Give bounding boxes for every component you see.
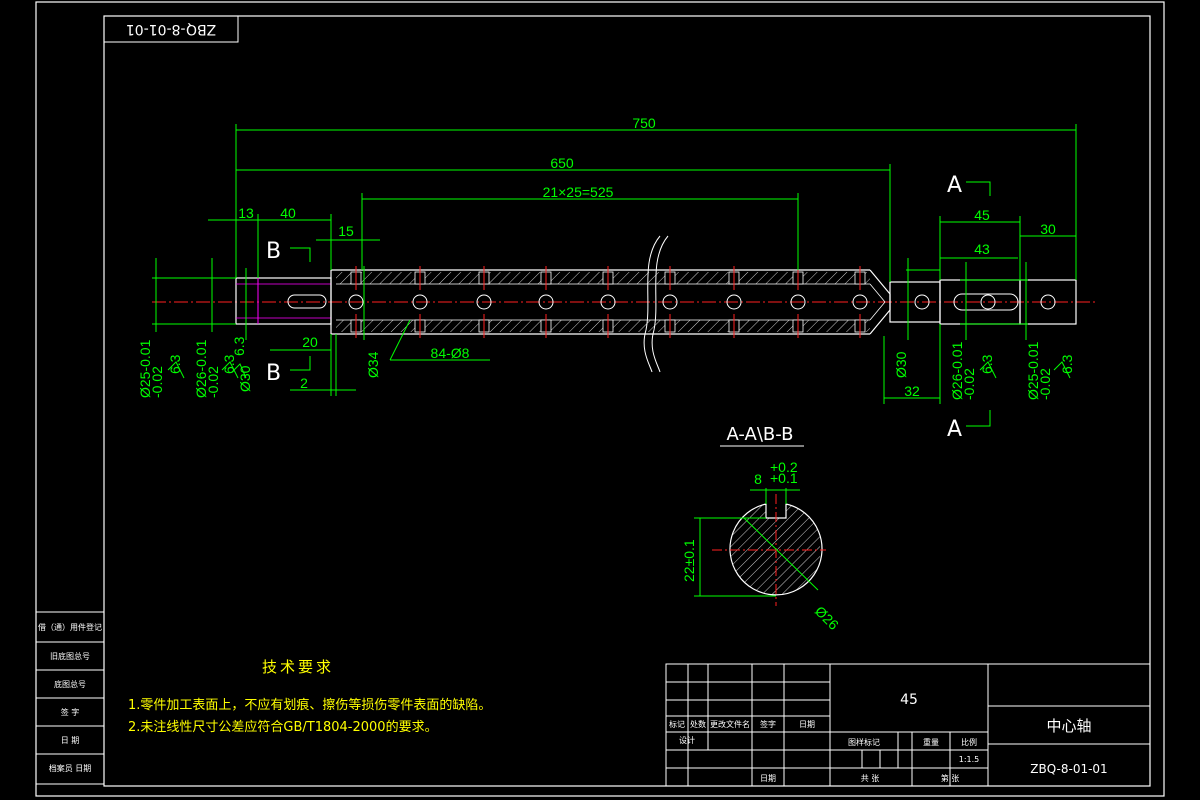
dim-hole-pattern: 21×25=525 [543,184,614,200]
hole-row [348,266,868,338]
dim-20: 20 [302,334,318,350]
stamp-box [103,15,239,43]
dim-45: 45 [974,207,990,223]
section-dimensions [694,488,819,597]
dim-dia-25-right: Ø25-0.01 [1025,341,1041,400]
key-width: 8 [754,471,762,487]
right-keyway [953,293,1019,311]
roughness-4: 6.3 [979,354,995,374]
dim-dia-34: Ø34 [365,351,381,378]
dim-40: 40 [280,205,296,221]
tb-design: 设计 [679,735,695,745]
cross-hole [790,294,806,310]
tb-stage-mark: 图样标记 [848,737,880,747]
strip-cell-2: 旧底图总号 [50,651,90,661]
roughness-1: 6.3 [167,354,183,374]
strip-cell-1: 借（通）用件登记 [38,622,102,632]
tb-date: 日期 [799,720,815,729]
dim-dia-26-right-tol: -0.02 [961,368,977,400]
dim-15: 15 [338,223,354,239]
dim-dia-25-right-tol: -0.02 [1037,368,1053,400]
dim-dia-26-right: Ø26-0.01 [949,341,965,400]
cross-hole [662,294,678,310]
dim-30: 30 [1040,221,1056,237]
tb-sheet-no: 第 张 [941,773,960,783]
tb-count: 处数 [690,719,706,729]
title-block-grid [665,663,1151,787]
dim-dia-30-left: Ø30 [237,365,253,392]
tb-scale: 1:1.5 [959,755,980,764]
cross-hole [852,294,868,310]
dim-holes: 84-Ø8 [431,345,470,361]
left-journal [235,277,332,325]
note-1: 1.零件加工表面上，不应有划痕、擦伤等损伤零件表面的缺陷。 [128,697,491,713]
tb-sign: 签字 [760,719,776,729]
tb-date2: 日期 [760,774,776,783]
tb-material: 45 [900,692,918,708]
dimension-lines [152,124,1077,427]
cross-hole [600,294,616,310]
section-dia: Ø26 [812,603,842,633]
inner-border [103,15,1151,787]
outer-border [35,1,1165,797]
tb-mark: 标记 [669,719,685,729]
cross-hole [538,294,554,310]
key-tol-upper: +0.2 [770,459,798,475]
key-depth: 22±0.1 [681,539,697,582]
tb-change-doc: 更改文件名 [710,719,750,729]
section-mark-b-bottom: B [266,361,281,386]
dim-dia-26-left: Ø26-0.01 [193,339,209,398]
cross-hole [726,294,742,310]
tb-weight: 重量 [923,737,939,747]
roughness-symbols [167,361,1071,379]
dim-dia-25-left: Ø25-0.01 [137,339,153,398]
break-line-2 [651,235,669,373]
dim-43: 43 [974,241,990,257]
key-tol-lower: +0.1 [770,470,798,486]
cross-hole [348,294,364,310]
dim-13: 13 [238,205,254,221]
break-line-1 [643,235,661,373]
tb-sheets-total: 共 张 [861,774,880,783]
dim-dia-26-left-tol: -0.02 [205,366,221,398]
dim-2: 2 [300,375,308,391]
section-mark-a-top: A [947,173,962,198]
right-shaft [889,279,1077,325]
left-strip-grid [35,611,105,785]
left-keyway [287,294,327,309]
tb-scale-label: 比例 [961,737,977,747]
section-title: A-A\B-B [727,424,794,445]
notes-heading: 技术要求 [262,658,334,676]
cross-hole [412,294,428,310]
roughness-5: 6.3 [1059,354,1075,374]
stamp-code: ZBQ-8-01-01 [126,21,216,37]
tb-part-name: 中心轴 [1046,717,1091,735]
dim-32: 32 [904,383,920,399]
roughness-3: 6.3 [231,336,247,356]
dim-750: 750 [632,115,656,131]
section-view [712,494,826,606]
dim-650: 650 [550,155,574,171]
strip-cell-6: 档案员 日期 [49,763,92,773]
cross-hole [476,294,492,310]
section-mark-a-bottom: A [947,417,962,442]
roughness-2: 6.3 [221,354,237,374]
dim-dia-30-right: Ø30 [893,351,909,378]
strip-cell-5: 日 期 [61,736,80,745]
tb-drawing-number: ZBQ-8-01-01 [1030,762,1107,776]
strip-cell-3: 底图总号 [54,679,86,689]
strip-cell-4: 签 字 [61,707,80,717]
section-mark-b-top: B [266,239,281,264]
note-2: 2.未注线性尺寸公差应符合GB/T1804-2000的要求。 [128,719,438,735]
dim-dia-25-left-tol: -0.02 [149,366,165,398]
